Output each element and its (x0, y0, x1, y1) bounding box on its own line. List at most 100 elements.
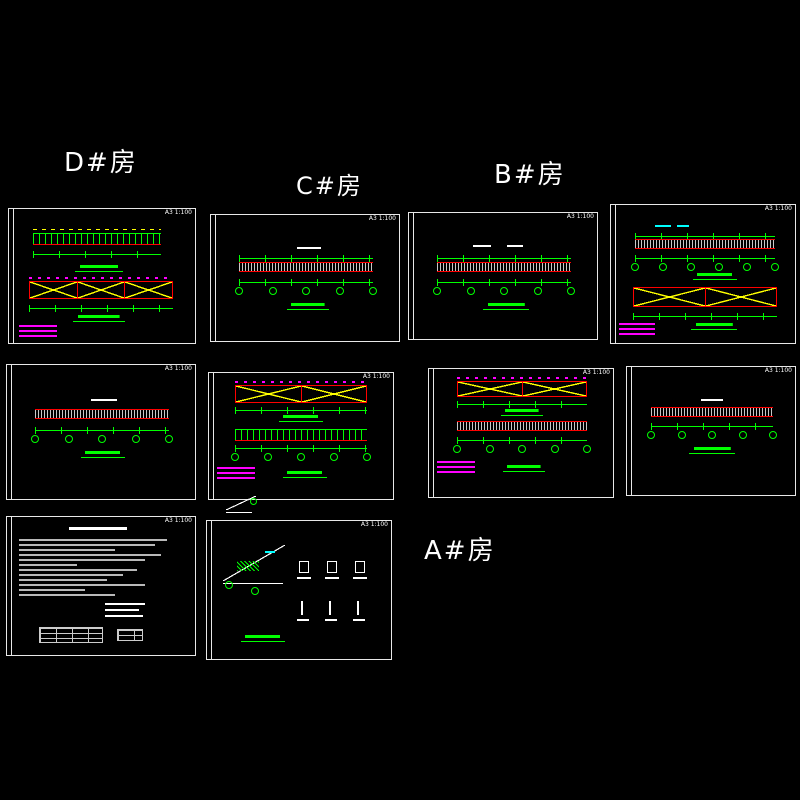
axis-bubble (297, 453, 305, 461)
sheet-margin-line (213, 373, 214, 499)
note-line (19, 564, 77, 566)
dimension-line (457, 437, 587, 444)
note-text-block (619, 323, 655, 336)
sheet-scale-label: A3 1:100 (164, 517, 192, 524)
axis-bubble (677, 431, 686, 439)
sheet-scale-label: A3 1:100 (566, 213, 594, 220)
axis-bubble (500, 287, 508, 295)
axis-bubbles (31, 435, 173, 443)
dimension-line (651, 423, 773, 430)
axis-bubble (369, 287, 377, 295)
detail-caption-text (353, 619, 365, 621)
dimension-line (35, 427, 169, 434)
drawing-sheet-a2[interactable]: A3 1:100 (428, 368, 614, 498)
axis-bubble (31, 435, 39, 443)
drawing-sheet-c2[interactable]: A3 1:100 (208, 372, 394, 500)
axis-bubble (708, 431, 716, 439)
note-line (19, 579, 107, 581)
axis-bubble (98, 435, 106, 443)
braced-bay-elevation (235, 385, 367, 403)
axis-bubble (567, 287, 575, 295)
railing-elevation (235, 429, 367, 441)
room-label-c[interactable]: C#房 (296, 172, 363, 200)
sheet-margin-line (211, 521, 212, 659)
drawing-title (503, 465, 545, 472)
drawing-sheet-d2[interactable]: A3 1:100 (6, 364, 196, 500)
axis-bubble (363, 453, 371, 461)
detail-bubble (251, 587, 259, 595)
sheet-scale-label: A3 1:100 (368, 215, 396, 222)
note-line (19, 574, 123, 576)
note-line (19, 554, 161, 556)
axis-bubble (433, 287, 441, 295)
beam-elevation (35, 409, 169, 419)
axis-bubble (335, 287, 344, 295)
axis-bubble (743, 263, 751, 271)
level-mark-text (265, 551, 275, 553)
sheet-scale-label: A3 1:100 (764, 205, 792, 212)
connection-detail (299, 561, 309, 573)
sheet-margin-line (433, 369, 434, 497)
dimension-line (33, 251, 161, 258)
notes-legend-box (117, 629, 143, 641)
x-brace-panel (705, 288, 776, 306)
beam-mark-text (701, 399, 723, 401)
axis-bubble (302, 287, 310, 295)
axis-bubbles (231, 453, 371, 461)
magenta-dim-ticks (29, 277, 173, 279)
axis-bubbles (631, 263, 779, 271)
braced-bay-elevation (29, 281, 173, 299)
stray-detail-sketch (224, 494, 260, 518)
drawing-title (483, 303, 529, 310)
notes-title-text (69, 527, 127, 530)
dimension-line (635, 233, 775, 240)
axis-bubble (583, 445, 591, 453)
drawing-title (241, 635, 285, 642)
drawing-sheet-b1[interactable]: A3 1:100 (408, 212, 598, 340)
drawing-title (279, 415, 323, 422)
axis-bubble (131, 435, 140, 443)
drawing-sheet-details[interactable]: A3 1:100 (206, 520, 392, 660)
sheet-margin-line (615, 205, 616, 343)
drawing-title (81, 451, 125, 458)
drawing-title (287, 303, 329, 310)
axis-bubbles (235, 287, 377, 295)
note-line (105, 603, 145, 605)
drawing-sheet-b3[interactable]: A3 1:100 (626, 366, 796, 496)
beam-elevation (651, 407, 773, 417)
drawing-sheet-c1[interactable]: A3 1:100 (210, 214, 400, 342)
axis-bubble (466, 287, 475, 295)
note-text-block (19, 325, 57, 339)
axis-bubble (485, 445, 494, 453)
x-brace-panel (77, 282, 126, 298)
beam-elevation (437, 262, 571, 272)
axis-bubble (64, 435, 73, 443)
room-label-b[interactable]: B#房 (494, 160, 566, 190)
drawing-title (73, 315, 125, 322)
drawing-sheet-b2[interactable]: A3 1:100 (610, 204, 796, 344)
notes-table (39, 627, 103, 643)
detail-caption-text (297, 577, 311, 579)
dimension-line (29, 305, 173, 312)
axis-bubble (231, 453, 239, 461)
dimension-line (437, 279, 571, 286)
magenta-dim-ticks (235, 381, 367, 383)
room-label-a[interactable]: A#房 (424, 536, 496, 566)
note-line (19, 594, 115, 596)
detail-bubble (225, 581, 233, 589)
beam-elevation (239, 262, 373, 272)
sheet-scale-label: A3 1:100 (360, 521, 388, 528)
drawing-title (501, 409, 543, 416)
axis-bubble (518, 445, 526, 453)
drawing-title (691, 323, 737, 330)
axis-bubbles (647, 431, 777, 439)
note-line (105, 615, 143, 617)
sheet-margin-line (11, 517, 12, 655)
axis-bubble (235, 287, 243, 295)
room-label-d[interactable]: D#房 (64, 148, 138, 178)
drawing-sheet-d1[interactable]: A3 1:100 (8, 208, 196, 344)
axis-bubble (738, 431, 747, 439)
axis-bubble (550, 445, 559, 453)
drawing-sheet-notes[interactable]: A3 1:100 (6, 516, 196, 656)
